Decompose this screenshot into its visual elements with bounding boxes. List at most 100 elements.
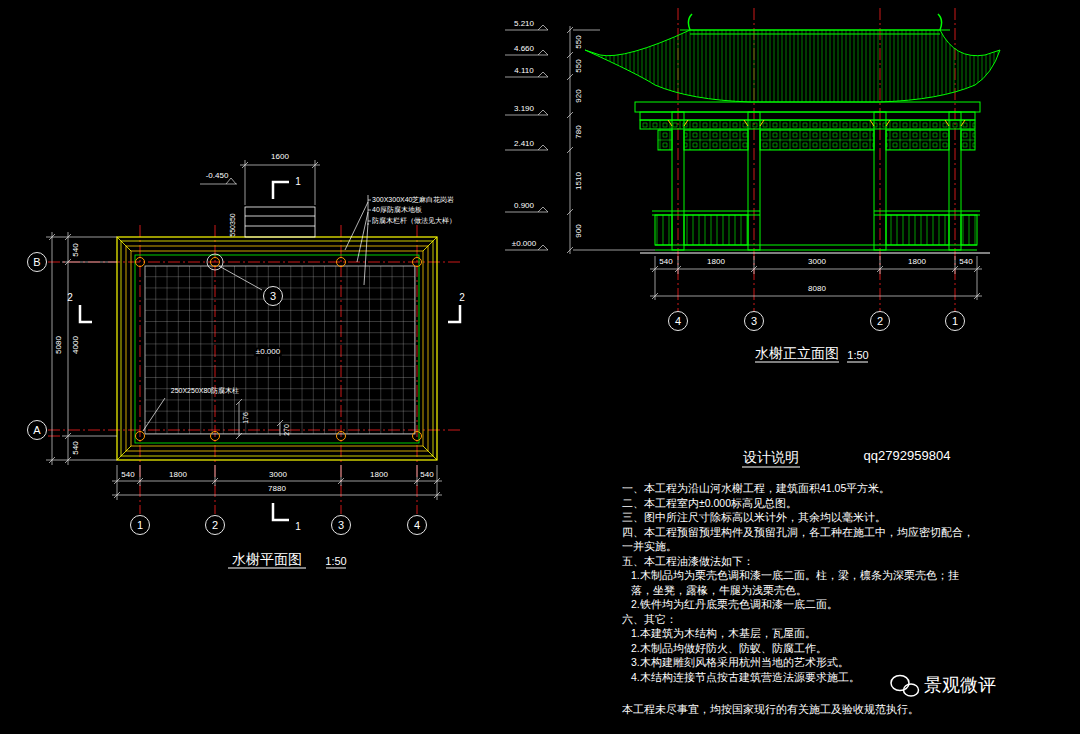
bubble-text: A — [33, 425, 40, 436]
dimension: 176 — [242, 412, 250, 424]
annotation: 防腐木栏杆（做法见大样） — [372, 217, 456, 225]
dimension: 550350 — [229, 213, 237, 236]
pavilion-railings — [652, 211, 980, 250]
bubble-text: B — [33, 257, 40, 268]
drawing-title: 水榭正立面图 — [755, 346, 839, 361]
design-note: 2.铁件均为红丹底栗壳色调和漆一底二面。 — [622, 597, 977, 612]
bubble-text: 3 — [270, 291, 276, 302]
dimension: 540 — [959, 258, 972, 267]
wechat-icon — [891, 676, 919, 697]
dimension: 540 — [659, 258, 672, 267]
level-value: ±0.000 — [512, 240, 536, 249]
dimension: 1600 — [271, 153, 289, 162]
design-note: 六、其它： — [622, 612, 977, 627]
ground-line — [640, 252, 990, 253]
dimension: 540 — [420, 471, 433, 480]
section-number: 2 — [459, 292, 465, 303]
dimension: 1800 — [370, 471, 388, 480]
level-value: 4.110 — [514, 67, 533, 76]
annotation: 40厚防腐木地板 — [372, 206, 422, 214]
design-note: 1.本建筑为木结构，木基层，瓦屋面。 — [622, 626, 977, 641]
level-value: 2.410 — [514, 140, 534, 149]
level-mark: -0.450 — [206, 172, 229, 181]
design-note: 四、本工程预留预埋构件及预留孔洞，各工种在施工中，均应密切配合，一并实施。 — [622, 525, 977, 554]
axis-bubble: 1 — [130, 515, 150, 535]
dimension: 1510 — [575, 172, 584, 190]
plan-dimensions — [46, 160, 442, 500]
detail-callout: 3 — [263, 286, 283, 306]
drawing-scale: 1:50 — [325, 555, 346, 567]
design-notes: 一、本工程为沿山河水榭工程，建筑面积41.05平方米。二、本工程室内±0.000… — [622, 481, 977, 684]
design-note: 一、本工程为沿山河水榭工程，建筑面积41.05平方米。 — [622, 481, 977, 496]
plan-platform — [117, 237, 437, 460]
dimension: 780 — [575, 125, 584, 138]
title-underline — [742, 467, 800, 468]
bubble-text: 1 — [137, 520, 143, 531]
section-marks — [80, 182, 460, 520]
bubble-text: 3 — [751, 316, 757, 327]
pavilion-roof — [585, 14, 1000, 129]
dimension: 3000 — [269, 471, 287, 480]
axis-bubble: 4 — [407, 515, 427, 535]
level-value: 5.210 — [514, 20, 534, 29]
dimension: 1800 — [707, 258, 725, 267]
dimension: 5080 — [55, 336, 64, 354]
note-footer: 本工程未尽事宜，均按国家现行的有关施工及验收规范执行。 — [622, 704, 919, 716]
leader-lines — [143, 195, 371, 431]
dimension: 1800 — [169, 471, 187, 480]
bubble-text: 1 — [952, 316, 958, 327]
watermark-qq: qq2792959804 — [864, 449, 951, 463]
watermark: 景观微评 — [924, 676, 996, 696]
bubble-text: 3 — [338, 520, 344, 531]
axis-bubble: B — [27, 252, 47, 272]
dimension: 4000 — [72, 336, 81, 354]
title-underline — [228, 568, 346, 569]
dimension: 550 — [575, 59, 584, 72]
drawing-title: 水榭平面图 — [232, 552, 302, 567]
section-number: 2 — [67, 292, 73, 303]
dimension: 270 — [283, 424, 291, 436]
bubble-text: 2 — [212, 520, 218, 531]
dimension: 550 — [575, 35, 584, 48]
level-value: 0.900 — [514, 202, 534, 211]
level-mark: ±0.000 — [254, 348, 282, 357]
bubble-text: 4 — [414, 520, 420, 531]
dimension: 3000 — [808, 258, 826, 267]
dimension: 540 — [72, 243, 81, 256]
design-note: 三、图中所注尺寸除标高以米计外，其余均以毫米计。 — [622, 510, 977, 525]
notes-heading: 设计说明 — [743, 450, 799, 465]
axis-bubble: 4 — [668, 311, 688, 331]
level-value: 4.660 — [514, 45, 534, 54]
bubble-text: 2 — [877, 316, 883, 327]
level-value: 3.190 — [514, 105, 534, 114]
design-note: 4.木结构连接节点按古建筑营造法源要求施工。 — [622, 670, 977, 685]
section-number: 1 — [295, 176, 301, 187]
dimension: 540 — [72, 441, 81, 454]
title-underline — [755, 362, 868, 363]
dimension: 540 — [121, 471, 134, 480]
elevation-dimensions — [650, 256, 982, 300]
dimension: 900 — [575, 224, 584, 237]
axis-bubble: 2 — [870, 311, 890, 331]
axis-bubble: 2 — [205, 515, 225, 535]
plan-axes — [48, 225, 460, 514]
plan-step — [245, 207, 315, 237]
axis-bubble: A — [27, 420, 47, 440]
axis-bubble: 3 — [744, 311, 764, 331]
design-note: 3.木构建雕刻风格采用杭州当地的艺术形式。 — [622, 655, 977, 670]
dimension: 8080 — [808, 285, 826, 294]
design-note: 2.木制品均做好防火、防蚁、防腐工作。 — [622, 641, 977, 656]
annotation: 300X300X40芝麻白花岗岩 — [372, 196, 454, 204]
design-note: 二、本工程室内±0.000标高见总图。 — [622, 496, 977, 511]
bubble-text: 4 — [675, 316, 681, 327]
dimension: 1800 — [908, 258, 926, 267]
dimension: 7880 — [268, 485, 286, 494]
design-note: 五、本工程油漆做法如下： — [622, 554, 977, 569]
annotation: 250X250X80防腐木柱 — [171, 387, 239, 395]
design-note: 1.木制品均为栗壳色调和漆一底二面。柱，梁，檩条为深栗壳色；挂落，坐凳，露椽，牛… — [622, 568, 977, 597]
pavilion-columns — [658, 112, 975, 250]
drawing-scale: 1:50 — [847, 349, 868, 361]
